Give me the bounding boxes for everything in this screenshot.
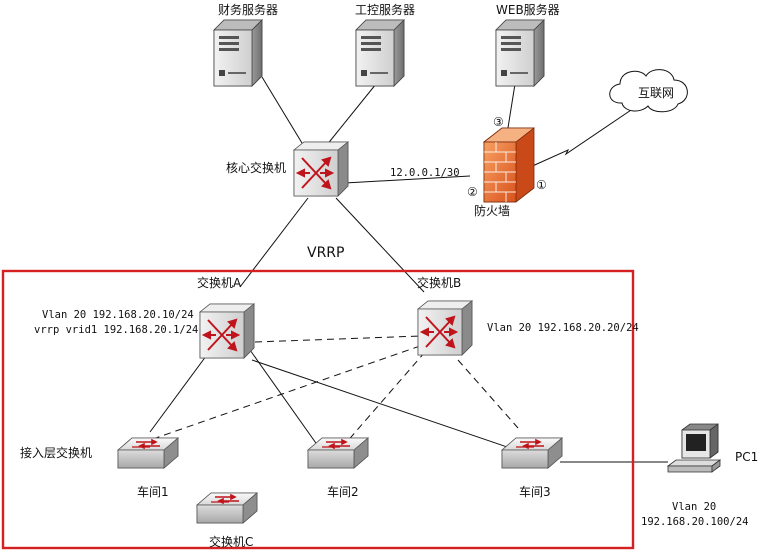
- firewall-label: 防火墙: [474, 203, 510, 218]
- core-link-ip: 12.0.0.1/30: [390, 167, 460, 179]
- core-switch-icon: [293, 141, 349, 197]
- access-layer-label: 接入层交换机: [20, 445, 92, 460]
- links: [149, 76, 668, 463]
- switch-b-label: 交换机B: [417, 275, 461, 290]
- pc-ip: 192.168.20.100/24: [641, 516, 748, 528]
- switch-a-vrrp: vrrp vrid1 192.168.20.1/24: [34, 324, 198, 336]
- core-switch-label: 核心交换机: [226, 160, 286, 175]
- firewall-icon: [482, 127, 536, 203]
- firewall-port-3: ③: [493, 115, 504, 129]
- workshop-1-switch-icon: [117, 437, 179, 469]
- vrrp-region-frame: [1, 269, 635, 550]
- pc-icon: [666, 423, 722, 473]
- firewall-port-1: ①: [536, 178, 547, 192]
- workshop-1-label: 车间1: [137, 484, 169, 499]
- pc-label: PC1: [735, 450, 758, 464]
- switch-a-label: 交换机A: [197, 275, 242, 290]
- web-server-label: WEB服务器: [496, 2, 560, 17]
- workshop-2-switch-icon: [307, 437, 369, 469]
- switch-c-label: 交换机C: [209, 534, 253, 549]
- industrial-server-label: 工控服务器: [355, 2, 415, 17]
- internet-cloud-icon: [609, 69, 688, 113]
- industrial-server-icon: [355, 19, 405, 87]
- finance-server-icon: [213, 19, 263, 87]
- workshop-3-switch-icon: [501, 437, 563, 469]
- switch-a-vlan: Vlan 20 192.168.20.10/24: [42, 309, 194, 321]
- web-server-icon: [495, 19, 545, 87]
- finance-server-label: 财务服务器: [218, 2, 278, 17]
- switch-c-icon: [196, 492, 258, 524]
- workshop-2-label: 车间2: [327, 484, 359, 499]
- dashed-links: [149, 335, 519, 445]
- pc-vlan: Vlan 20: [672, 501, 716, 513]
- vrrp-label: VRRP: [307, 245, 344, 261]
- firewall-port-2: ②: [467, 185, 478, 199]
- switch-a-icon: [199, 303, 255, 359]
- workshop-3-label: 车间3: [519, 484, 551, 499]
- switch-b-vlan: Vlan 20 192.168.20.20/24: [487, 322, 639, 334]
- internet-label: 互联网: [638, 86, 674, 100]
- switch-b-icon: [417, 300, 473, 356]
